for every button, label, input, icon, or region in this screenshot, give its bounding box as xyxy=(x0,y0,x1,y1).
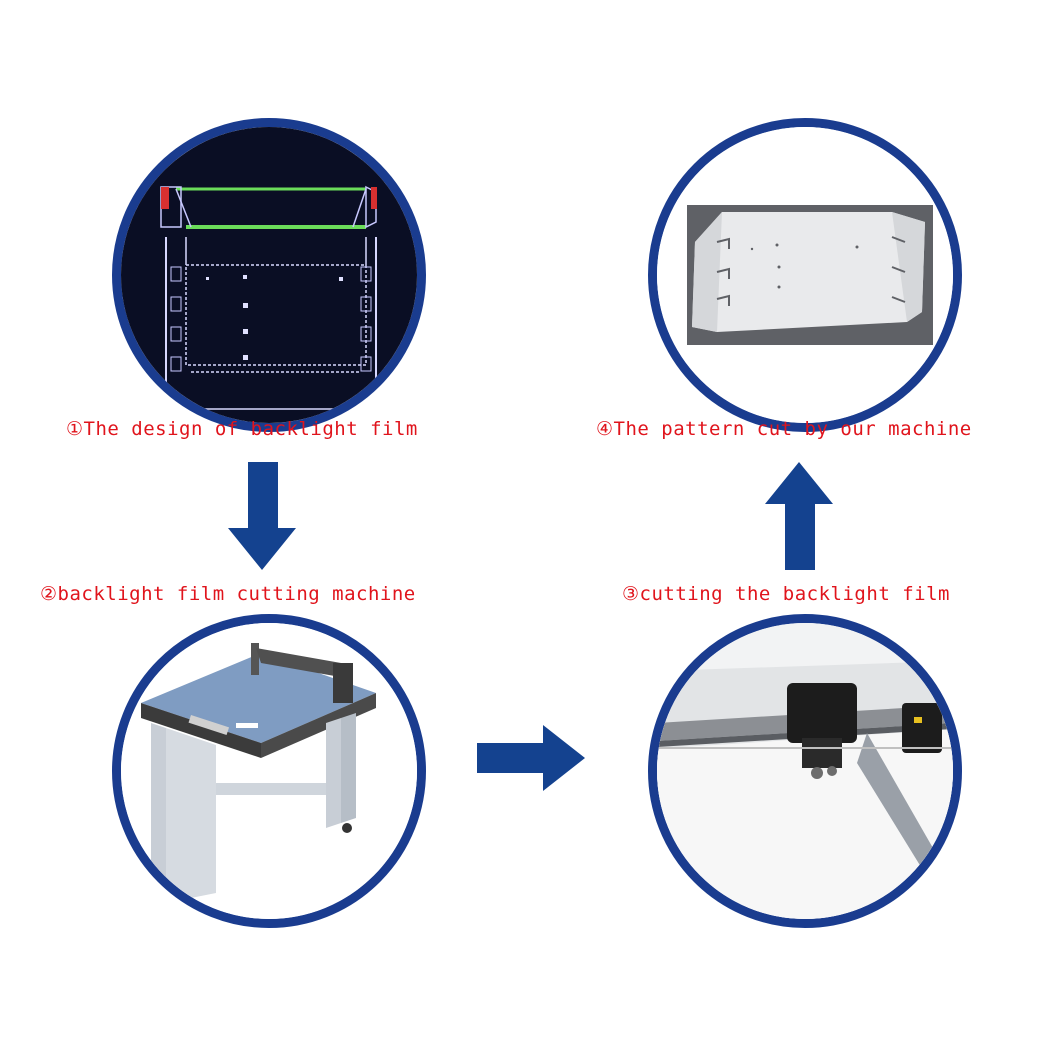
cutting-photo-circle xyxy=(648,614,962,928)
step-2-caption: ②backlight film cutting machine xyxy=(40,583,416,605)
design-photo xyxy=(121,127,417,423)
machine-photo-circle xyxy=(112,614,426,928)
machine-photo xyxy=(121,623,417,919)
step-4-caption: ④The pattern cut by our machine xyxy=(596,418,972,440)
arrow-up-icon xyxy=(765,462,833,570)
arrow-down-icon xyxy=(228,462,296,570)
pattern-photo xyxy=(657,127,953,423)
design-photo-circle xyxy=(112,118,426,432)
pattern-photo-circle xyxy=(648,118,962,432)
step-3-caption: ③cutting the backlight film xyxy=(622,583,950,605)
arrow-right-icon xyxy=(477,725,585,791)
step-1-caption: ①The design of backlight film xyxy=(66,418,418,440)
cutting-photo xyxy=(657,623,953,919)
